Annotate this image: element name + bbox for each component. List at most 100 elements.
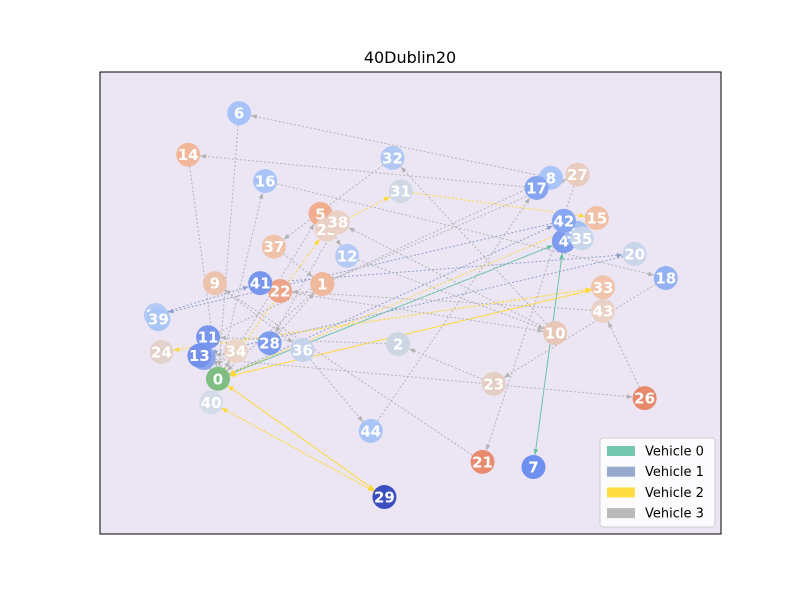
node-16: 16 bbox=[253, 169, 278, 194]
chart-title: 40Dublin20 bbox=[364, 48, 456, 67]
node-label: 18 bbox=[655, 270, 676, 288]
node-36: 36 bbox=[290, 338, 315, 363]
node-marker bbox=[261, 234, 286, 259]
route-edge-vehicle-3 bbox=[276, 183, 655, 277]
legend-label: Vehicle 1 bbox=[645, 465, 704, 480]
node-marker bbox=[584, 205, 609, 230]
node-label: 40 bbox=[201, 394, 222, 412]
node-marker bbox=[223, 339, 248, 364]
node-26: 26 bbox=[632, 386, 657, 411]
route-edges bbox=[167, 114, 656, 492]
node-label: 31 bbox=[390, 183, 411, 201]
route-edge-vehicle-1 bbox=[272, 253, 623, 283]
node-marker bbox=[253, 169, 278, 194]
node-marker bbox=[358, 418, 383, 443]
route-edge-vehicle-0 bbox=[534, 252, 564, 456]
route-edge-vehicle-3 bbox=[377, 197, 531, 422]
node-marker bbox=[481, 371, 506, 396]
node-0: 0 bbox=[205, 366, 230, 391]
node-42: 42 bbox=[551, 208, 576, 233]
route-edge-vehicle-3 bbox=[348, 227, 545, 329]
node-label: 14 bbox=[178, 146, 199, 164]
legend-label: Vehicle 0 bbox=[645, 445, 704, 460]
node-marker bbox=[524, 175, 549, 200]
route-edge-vehicle-3 bbox=[274, 232, 333, 333]
node-label: 33 bbox=[593, 279, 614, 297]
node-label: 36 bbox=[292, 342, 313, 360]
route-edge-vehicle-3 bbox=[485, 185, 575, 451]
node-label: 13 bbox=[189, 347, 210, 365]
route-edge-vehicle-3 bbox=[503, 283, 656, 378]
node-marker bbox=[187, 343, 212, 368]
node-7: 7 bbox=[521, 455, 546, 480]
node-32: 32 bbox=[380, 145, 405, 170]
legend-label: Vehicle 3 bbox=[645, 507, 704, 522]
route-edge-vehicle-3 bbox=[277, 292, 315, 335]
node-label: 22 bbox=[270, 282, 291, 300]
route-edge-vehicle-3 bbox=[358, 259, 545, 330]
node-label: 20 bbox=[624, 246, 645, 264]
node-label: 8 bbox=[546, 169, 556, 187]
node-label: 6 bbox=[234, 105, 244, 123]
route-edge-vehicle-3 bbox=[250, 114, 540, 176]
node-label: 27 bbox=[567, 166, 588, 184]
node-marker bbox=[653, 266, 678, 291]
node-marker bbox=[335, 243, 360, 268]
node-label: 23 bbox=[483, 375, 504, 393]
node-marker bbox=[257, 331, 282, 356]
node-marker bbox=[569, 226, 594, 251]
node-9: 9 bbox=[202, 271, 227, 296]
node-27: 27 bbox=[565, 162, 590, 187]
route-edge-vehicle-3 bbox=[292, 289, 592, 311]
node-28: 28 bbox=[257, 331, 282, 356]
node-marker bbox=[470, 449, 495, 474]
legend-label: Vehicle 2 bbox=[645, 486, 704, 501]
node-marker bbox=[268, 278, 293, 303]
node-marker bbox=[310, 272, 335, 297]
node-1: 1 bbox=[310, 272, 335, 297]
node-marker bbox=[543, 321, 568, 346]
node-label: 9 bbox=[210, 275, 220, 293]
node-label: 7 bbox=[528, 459, 538, 477]
route-edge-vehicle-1 bbox=[228, 225, 554, 375]
node-14: 14 bbox=[176, 142, 201, 167]
node-marker bbox=[290, 338, 315, 363]
route-edge-vehicle-2 bbox=[221, 407, 375, 492]
route-nodes: 0123456789101112131415161718192021222324… bbox=[143, 101, 678, 510]
node-marker bbox=[521, 455, 546, 480]
node-label: 17 bbox=[526, 179, 547, 197]
node-17: 17 bbox=[524, 175, 549, 200]
node-label: 24 bbox=[151, 343, 172, 361]
route-edge-vehicle-3 bbox=[217, 125, 239, 367]
node-38: 38 bbox=[325, 210, 350, 235]
route-edge-vehicle-3 bbox=[408, 348, 483, 380]
node-label: 10 bbox=[545, 325, 566, 343]
node-marker bbox=[388, 179, 413, 204]
node-label: 21 bbox=[472, 453, 493, 471]
node-label: 16 bbox=[255, 173, 276, 191]
node-6: 6 bbox=[227, 101, 252, 126]
node-2: 2 bbox=[386, 332, 411, 357]
node-marker bbox=[196, 325, 221, 350]
route-edge-vehicle-2 bbox=[224, 238, 321, 370]
node-label: 12 bbox=[337, 247, 358, 265]
node-label: 1 bbox=[317, 276, 327, 294]
node-marker bbox=[199, 390, 224, 415]
node-13: 13 bbox=[187, 343, 212, 368]
node-21: 21 bbox=[470, 449, 495, 474]
route-edge-vehicle-3 bbox=[224, 289, 473, 456]
node-label: 39 bbox=[148, 311, 169, 329]
legend-swatch bbox=[607, 508, 635, 519]
node-40: 40 bbox=[199, 390, 224, 415]
node-label: 2 bbox=[393, 336, 403, 354]
node-44: 44 bbox=[358, 418, 383, 443]
route-edge-vehicle-2 bbox=[229, 289, 592, 377]
node-33: 33 bbox=[591, 275, 616, 300]
node-label: 41 bbox=[250, 275, 271, 293]
node-37: 37 bbox=[261, 234, 286, 259]
route-edge-vehicle-3 bbox=[283, 164, 384, 240]
node-label: 38 bbox=[327, 214, 348, 232]
node-marker bbox=[632, 386, 657, 411]
legend-swatch bbox=[607, 487, 635, 498]
